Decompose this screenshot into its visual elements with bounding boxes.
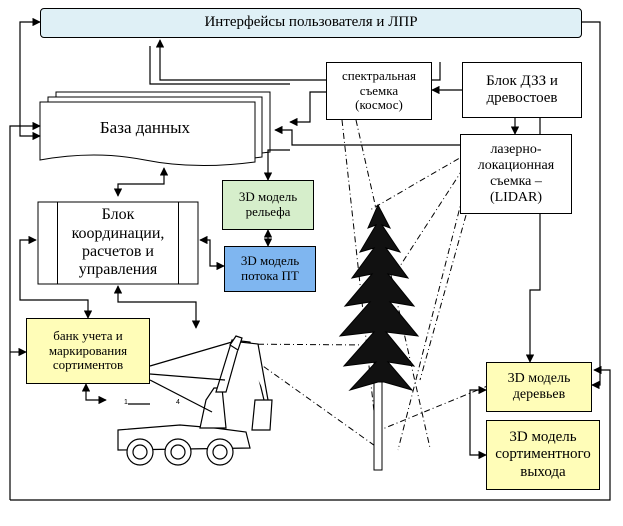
flow-model-block: 3D модель потока ПТ — [224, 246, 316, 292]
link-ui-trees — [582, 21, 601, 390]
spectral-survey-block: спектральная съемка (космос) — [326, 62, 432, 120]
link-coord-flow — [199, 235, 225, 271]
link-lidar-db — [274, 125, 460, 146]
assortment-bank-block: банк учета и маркирования сортиментов — [26, 318, 150, 384]
svg-text:4: 4 — [176, 399, 180, 406]
forest-harvester-icon — [117, 335, 273, 466]
database-label: База данных — [99, 118, 191, 137]
link-ui-database — [19, 17, 41, 141]
link-ui-db-top — [155, 39, 441, 81]
link-spectral-db — [289, 91, 326, 127]
link-db-relief — [263, 149, 290, 181]
lidar-block: лазерно- локационная съемка – (LIDAR) — [460, 134, 572, 214]
link-coord-bank — [19, 235, 93, 319]
link-coord-harvester — [113, 285, 201, 329]
dzz-block: Блок ДЗЗ и древостоев — [462, 62, 582, 118]
ui-block: Интерфейсы пользователя и ЛПР — [40, 8, 582, 38]
assortment-output-block: 3D модель сортиментного выхода — [486, 420, 600, 490]
svg-text:1: 1 — [124, 399, 128, 406]
link-coord-db — [113, 167, 169, 197]
relief-model-block: 3D модель рельефа — [222, 180, 314, 230]
database-stack — [39, 91, 271, 167]
spruce-tree-icon — [338, 203, 420, 471]
link-bottom-database — [9, 121, 41, 500]
link-bank-harvester — [81, 383, 107, 405]
link-trees-assortment — [469, 385, 487, 460]
tree-model-block: 3D модель деревьев — [486, 362, 592, 412]
coordination-block: Блок координации, расчетов и управления — [57, 202, 179, 284]
